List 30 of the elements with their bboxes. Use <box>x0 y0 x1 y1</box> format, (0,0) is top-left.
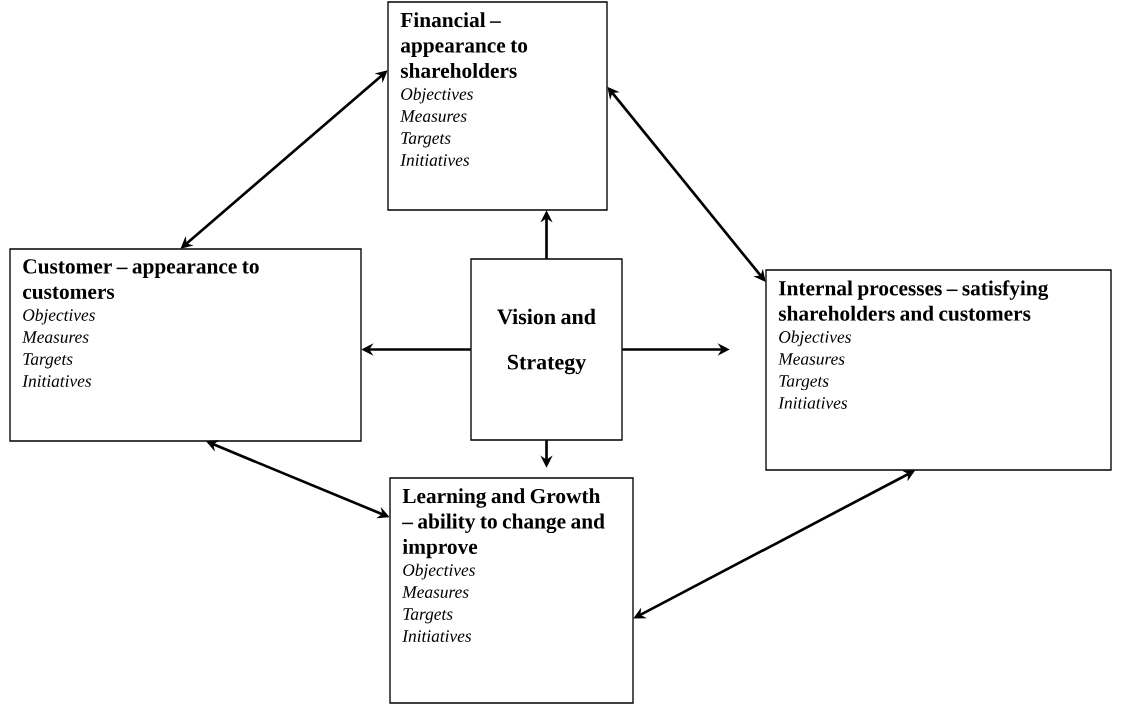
node-label: Internal processes – satisfying shareholders and customers <box>778 280 1049 321</box>
node-label: Targets <box>23 353 73 369</box>
node-label: Initiatives <box>22 375 92 387</box>
box-text: Vision and Strategy <box>497 308 596 375</box>
node-label: Objectives <box>23 308 95 325</box>
node-label: Financial – appearance to shareholders <box>400 12 528 78</box>
box-text: Financial – appearance to shareholders Objectives Measures Targets Initiatives <box>400 12 528 166</box>
vision-box <box>470 258 623 441</box>
node-label: Measures <box>22 331 89 343</box>
node-label: Measures <box>402 586 469 598</box>
box-text: Internal processes – satisfying shareholders and customers Objectives Measures Targets Initiatives <box>778 280 1049 409</box>
node-label: Measures <box>778 353 845 365</box>
node-label: Objectives <box>401 87 473 104</box>
node-label: Objectives <box>779 330 851 347</box>
perspective-box <box>765 269 1112 471</box>
node-label: Initiatives <box>402 630 472 642</box>
perspective-box <box>9 248 362 442</box>
box-text: Customer – appearance to customers Objectives Measures Targets Initiatives <box>22 259 259 387</box>
node-label: Customer – appearance to customers <box>23 259 259 299</box>
perspective-box <box>389 477 634 704</box>
node-label: Objectives <box>403 563 475 580</box>
node-label: Targets <box>403 608 453 624</box>
perspective-box <box>387 1 608 211</box>
node-label: Initiatives <box>778 397 848 409</box>
node-label: Targets <box>401 132 451 148</box>
node-label: Measures <box>400 110 467 122</box>
node-label: Learning and Growth – ability to change and improve <box>402 488 605 559</box>
node-label: Initiatives <box>400 154 470 166</box>
box-text: Learning and Growth – ability to change and improve Objectives Measures Targets Initiatives <box>402 488 605 642</box>
node-label: Targets <box>779 375 829 391</box>
